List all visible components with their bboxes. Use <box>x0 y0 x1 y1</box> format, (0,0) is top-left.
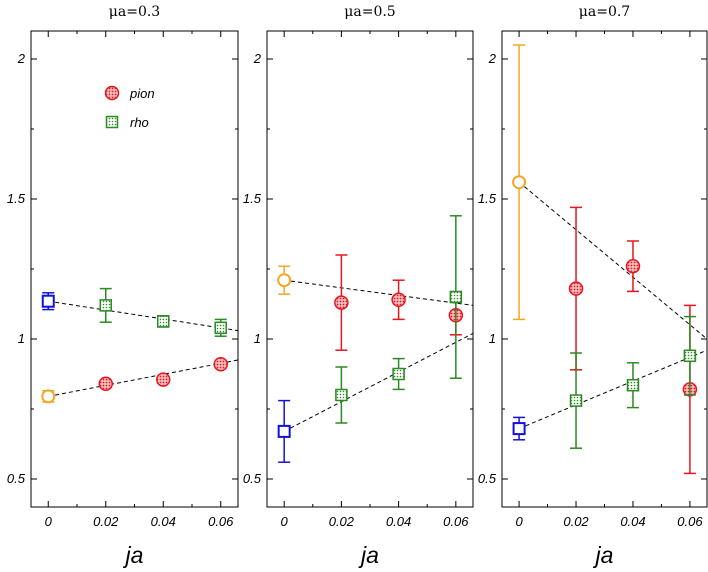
extrapolated-pion-marker <box>512 175 527 190</box>
pion-point <box>334 295 349 310</box>
rho-point <box>99 299 112 312</box>
rho-point <box>214 321 227 335</box>
rho-point <box>157 315 170 328</box>
pion-point <box>156 372 171 387</box>
x-tick-label: 0 <box>45 514 53 529</box>
fit-line <box>48 359 239 397</box>
pion-point <box>98 376 113 392</box>
x-axis-label: ja <box>123 542 144 568</box>
rho-point <box>335 388 348 402</box>
x-tick-label: 0.02 <box>563 514 589 529</box>
x-axis-label: ja <box>358 542 379 568</box>
x-tick-label: 0.06 <box>208 514 234 529</box>
rho-point <box>392 367 405 381</box>
legend-pion-marker <box>104 85 120 101</box>
fit-line <box>283 332 474 432</box>
rho-point <box>569 394 583 407</box>
x-tick-label: 0.02 <box>93 514 119 529</box>
legend-pion-label: pion <box>129 86 155 101</box>
fit-line <box>284 279 474 306</box>
y-tick-label: 1 <box>254 331 261 346</box>
panel-title: μa=0.5 <box>344 4 395 20</box>
fit-line <box>48 300 239 332</box>
pion-point <box>213 356 228 372</box>
panel-title: μa=0.7 <box>579 4 630 20</box>
y-tick-label: 0.5 <box>243 471 262 486</box>
x-tick-label: 0 <box>281 514 289 529</box>
y-tick-label: 1 <box>18 331 25 346</box>
fit-line <box>518 181 708 340</box>
plot-frame <box>501 30 708 508</box>
y-tick-label: 2 <box>17 51 26 66</box>
y-tick-label: 2 <box>488 51 497 66</box>
extrapolated-pion-marker <box>41 389 56 404</box>
y-tick-label: 1 <box>489 331 496 346</box>
rho-point <box>626 378 640 392</box>
x-tick-label: 0.02 <box>329 514 355 529</box>
panel-2: μa=0.5 0.5 1 1.5 2 0 0.02 0.04 0.06 ja <box>243 4 474 568</box>
legend-rho-label: rho <box>130 115 149 130</box>
legend-rho-marker <box>105 115 119 129</box>
y-tick-label: 0.5 <box>478 471 497 486</box>
y-tick-label: 0.5 <box>7 471 26 486</box>
plot-frame <box>266 30 474 508</box>
x-tick-label: 0.04 <box>151 514 176 529</box>
pion-point <box>568 281 584 296</box>
x-tick-label: 0.04 <box>620 514 645 529</box>
x-tick-label: 0.06 <box>443 514 469 529</box>
x-tick-label: 0.06 <box>677 514 703 529</box>
panel-3: μa=0.7 0.5 1 1.5 2 0 0.02 0.04 0.06 ja <box>478 4 708 568</box>
pion-point <box>625 258 641 274</box>
y-tick-label: 1.5 <box>7 191 26 206</box>
y-tick-label: 1.5 <box>243 191 262 206</box>
fit-line <box>518 349 708 430</box>
legend: pion rho <box>104 85 155 130</box>
x-tick-label: 0.04 <box>386 514 411 529</box>
y-tick-label: 2 <box>253 51 262 66</box>
panel-1: μa=0.3 0.5 1 1.5 2 0 0.02 0.04 0.06 ja pion rho <box>7 4 239 568</box>
extrapolated-rho-marker <box>512 422 526 436</box>
pion-point <box>391 292 406 308</box>
y-tick-label: 1.5 <box>478 191 497 206</box>
extrapolated-rho-marker <box>41 294 55 308</box>
x-axis-label: ja <box>593 542 614 568</box>
extrapolated-rho-marker <box>277 424 291 438</box>
plot-frame <box>30 30 239 508</box>
rho-point <box>683 349 697 363</box>
x-tick-label: 0 <box>515 514 523 529</box>
panel-title: μa=0.3 <box>109 4 160 20</box>
rho-point <box>449 290 463 304</box>
extrapolated-pion-marker <box>277 273 292 288</box>
